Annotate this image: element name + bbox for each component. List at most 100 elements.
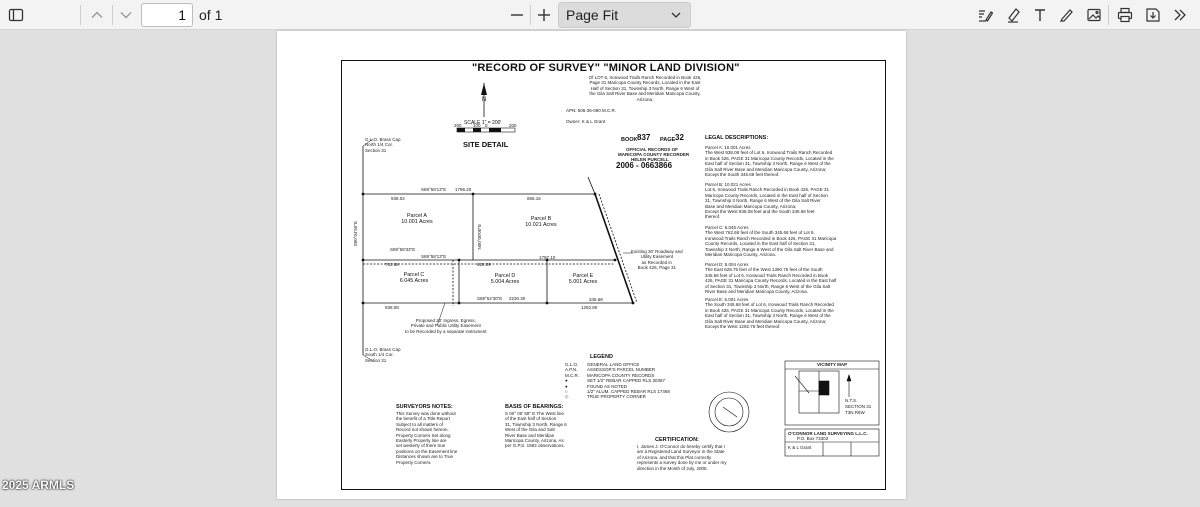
apn-text: APN: 506-36-090 M.C.R. <box>566 108 617 113</box>
bearing-label: 345.68 <box>589 297 603 302</box>
bearing-label: N00°00'00"E <box>477 224 482 250</box>
intro-text: Of LOT 6, Ironwood Trails Ranch Recorded… <box>588 75 702 102</box>
firm-address: P.O. Box 73302 <box>797 436 829 441</box>
sidebar-toggle-icon[interactable] <box>4 3 28 27</box>
save-icon[interactable] <box>1141 3 1165 27</box>
add-image-icon[interactable] <box>1082 3 1106 27</box>
recorder-book-number: 837 <box>637 133 651 142</box>
text-tool-icon[interactable] <box>1028 3 1052 27</box>
bearing-label: 856.16 <box>527 196 541 201</box>
survey-monuments <box>361 192 635 305</box>
pdf-toolbar: 1 of 1 Page Fit <box>0 0 1200 30</box>
scale-label: SCALE 1" = 200' <box>464 120 502 126</box>
draw-icon[interactable] <box>1055 3 1079 27</box>
page-count-label: of 1 <box>199 7 223 23</box>
recorder-page-number: 32 <box>675 133 684 142</box>
toolbar-separator <box>1108 5 1109 25</box>
previous-page-icon[interactable] <box>85 3 109 27</box>
parcel-boundaries <box>362 146 638 355</box>
vicinity-section: SECTION 31 <box>845 404 872 409</box>
certification-heading: CERTIFICATION: <box>655 437 699 443</box>
bearing-label: S89°58'33"E <box>390 247 416 252</box>
scale-tick: 100 <box>473 123 481 128</box>
bearing-label: 1797.10 <box>539 255 556 260</box>
legend-heading: LEGEND <box>590 354 613 360</box>
fill-sign-icon[interactable] <box>973 3 997 27</box>
north-arrow-icon: N <box>481 83 487 117</box>
document-title: "RECORD OF SURVEY" "MINOR LAND DIVISION" <box>472 62 740 74</box>
bearing-label: S89°58'13"E <box>421 254 447 259</box>
bearing-label: S00°04'55"E <box>353 221 358 247</box>
page-number-input[interactable]: 1 <box>141 3 193 27</box>
bearing-label: 938.02 <box>391 196 405 201</box>
recorder-name: HELEN PURCELL <box>631 157 669 162</box>
title-block <box>784 428 880 457</box>
bearing-label: 628.09 <box>477 262 491 267</box>
basis-of-bearings-heading: BASIS OF BEARINGS: <box>505 404 564 410</box>
bearing-label: 1796.20 <box>455 187 472 192</box>
proposed-easement-note: Proposed 20' Ingress, Egress,Private and… <box>405 318 487 334</box>
bearing-label: 762.68 <box>385 262 399 267</box>
vicinity-trs: T3N R6W <box>845 410 865 415</box>
recorder-page-label: PAGE <box>660 137 676 143</box>
bearing-label: 2230.30 <box>509 296 526 301</box>
zoom-in-icon[interactable] <box>532 3 556 27</box>
bearing-label: S89°52'30"E <box>477 296 503 301</box>
bearing-label: S89°58'13"E <box>421 187 447 192</box>
bearing-label: 938.08 <box>385 305 399 310</box>
plat-border <box>341 60 886 490</box>
recorder-book-label: BOOK <box>621 137 638 143</box>
surveyor-notes-heading: SURVEYORS NOTES: <box>396 404 453 410</box>
recorder-county: MARICOPA COUNTY RECORDER <box>618 152 690 157</box>
legal-parcel-a: Parcel A: 10.001 Acres The West 938.08 f… <box>705 145 834 178</box>
toolbar-separator <box>530 5 531 25</box>
firm-name: O'CONNOR LAND SURVEYING L.L.C. <box>788 431 868 436</box>
print-icon[interactable] <box>1113 3 1137 27</box>
scale-tick: 0 <box>485 123 488 128</box>
plat-drawing: N <box>361 83 880 457</box>
vicinity-map-heading: VICINITY MAP <box>817 362 848 367</box>
client-name: K & L Grant <box>788 445 812 450</box>
legend-list: G.L.O.GENERAL LAND OFFICE A.P.N.ASSESSOR… <box>565 362 670 400</box>
zoom-select-value: Page Fit <box>566 7 619 23</box>
surveyor-seal <box>708 391 750 433</box>
legal-parcel-e: Parcel E: 5.001 Acres The South 345.68 f… <box>705 297 834 330</box>
vicinity-nts: N.T.S. <box>845 398 858 403</box>
legal-parcel-b: Parcel B: 10.021 Acres Lot 6, Ironwood T… <box>705 182 829 220</box>
leader-lines <box>362 138 633 362</box>
zoom-select[interactable]: Page Fit <box>558 2 691 28</box>
legal-parcel-d: Parcel D: 5.004 Acres The East 628.75 fe… <box>705 262 837 295</box>
more-tools-icon[interactable] <box>1168 3 1192 27</box>
zoom-out-icon[interactable] <box>505 3 529 27</box>
next-page-icon[interactable] <box>114 3 138 27</box>
svg-text:N: N <box>482 97 486 103</box>
watermark-text: 2025 ARMLS <box>2 478 75 492</box>
chevron-down-icon <box>671 12 681 18</box>
bearing-label: 1292.80 <box>581 305 598 310</box>
owner-text: Owner: K & L Grant <box>566 119 606 124</box>
scale-tick: 200 <box>509 123 517 128</box>
scale-bar <box>456 127 516 133</box>
site-detail-label: SITE DETAIL <box>463 140 509 149</box>
recording-number: 2006 - 0663866 <box>616 161 673 170</box>
toolbar-separator <box>80 5 81 25</box>
legal-parcel-c: Parcel C: 6.045 Acres The West 762.68 fe… <box>705 225 837 258</box>
legal-heading: LEGAL DESCRIPTIONS: <box>705 135 769 141</box>
recorder-official: OFFICIAL RECORDS OF <box>626 147 678 152</box>
toolbar-separator <box>112 5 113 25</box>
certification-body: I, James J. O'Connor do hereby certify t… <box>637 444 727 471</box>
highlight-icon[interactable] <box>1001 3 1025 27</box>
pdf-page: "RECORD OF SURVEY" "MINOR LAND DIVISION"… <box>277 31 906 499</box>
scale-tick: 200 <box>454 123 462 128</box>
vicinity-map <box>784 360 880 426</box>
